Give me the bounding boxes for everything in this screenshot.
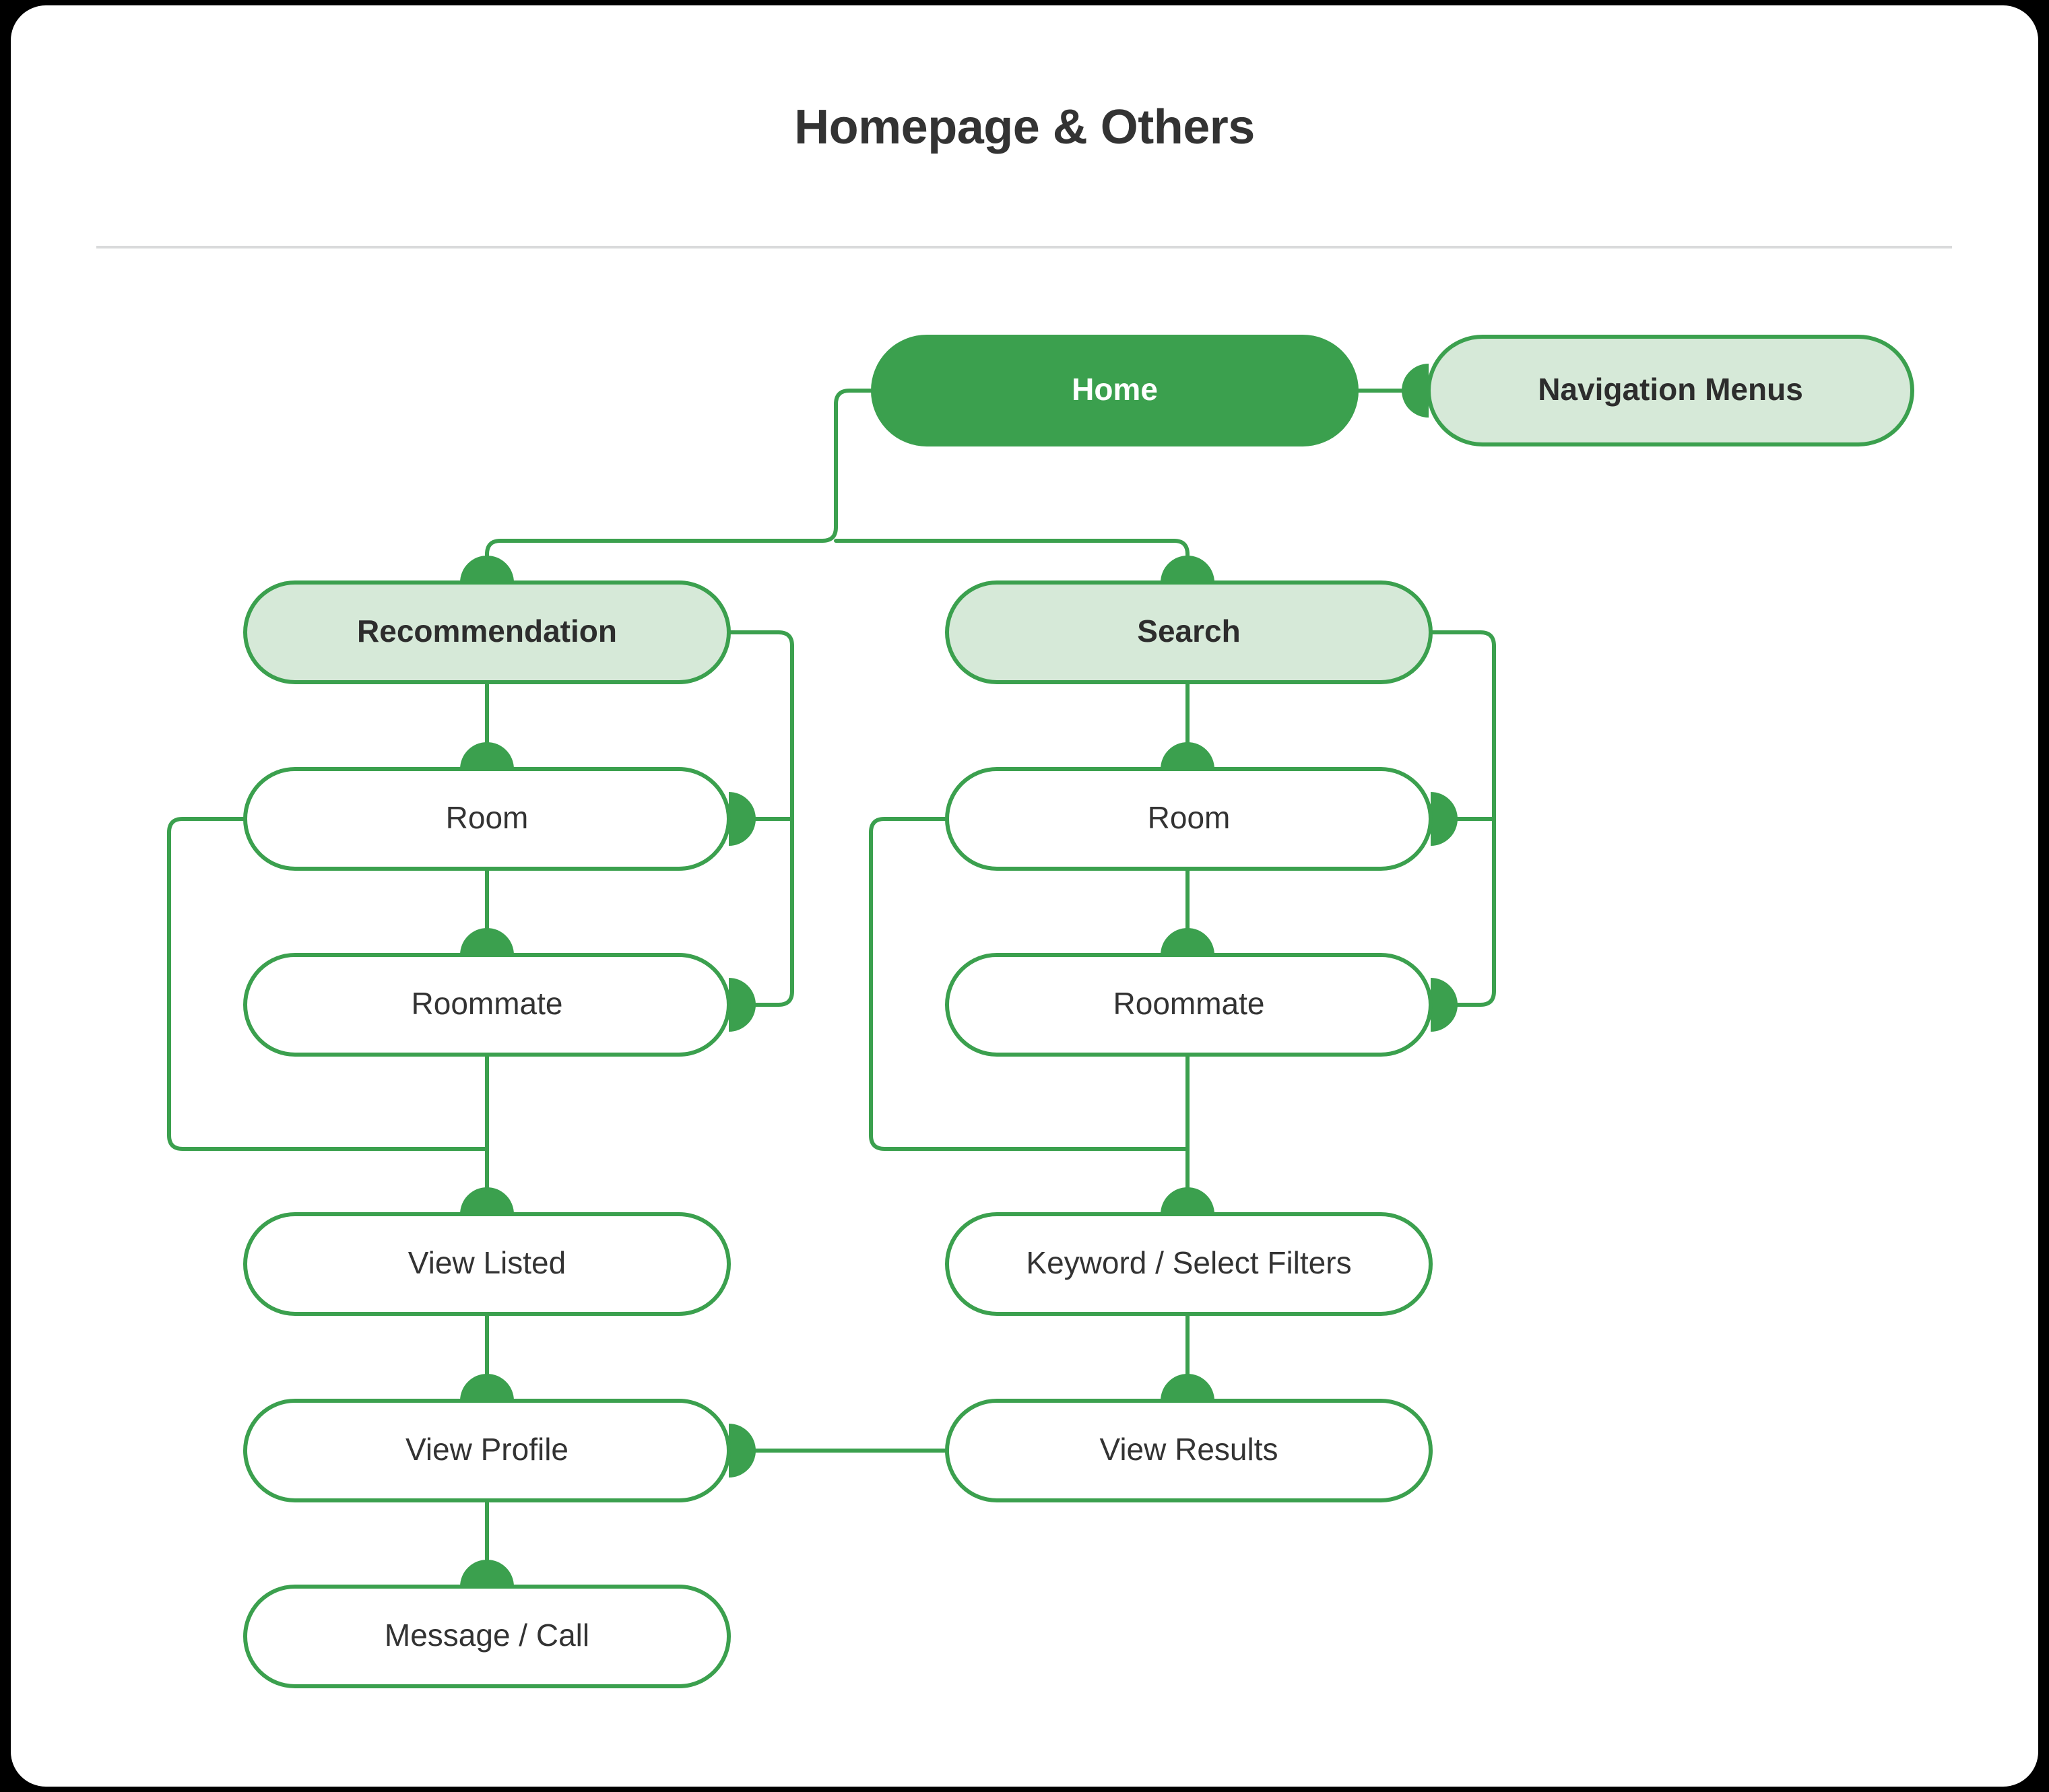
edge-searoom-left-loop [869,817,1190,1151]
node-search-room-shape [945,767,1433,871]
dot-search-top [1161,556,1214,583]
dot-msgcall-top [460,1560,514,1587]
node-search-label: Search [1137,613,1240,649]
connector-lines [167,389,1496,1589]
node-recommendation-room-shape [243,767,731,871]
dot-searoom-right [1431,792,1458,846]
node-view-results-label: View Results [1099,1432,1278,1467]
node-search-room[interactable]: Room [945,767,1433,871]
node-recommendation-label: Recommendation [357,613,617,649]
connector-dots [460,364,1458,1587]
dot-recmate-top [460,928,514,955]
node-search-roommate-shape [945,953,1433,1057]
dot-recroom-right [729,792,756,846]
dot-searoom-top [1161,742,1214,769]
node-search-room-label: Room [1148,800,1231,835]
node-search-shape [945,580,1433,684]
edge-home-recommendation [485,389,875,585]
node-view-results[interactable]: View Results [945,1399,1433,1502]
node-recommendation-room-label: Room [446,800,529,835]
diagram-card: Homepage & Others [11,5,2038,1787]
node-recommendation-roommate[interactable]: Roommate [243,953,731,1057]
node-recommendation-roommate-shape [243,953,731,1057]
dot-seamate-top [1161,928,1214,955]
node-search-roommate[interactable]: Roommate [945,953,1433,1057]
dot-keyword-top [1161,1187,1214,1214]
node-nav-label: Navigation Menus [1538,372,1803,407]
node-search-roommate-label: Roommate [1113,986,1265,1021]
dot-rec-top [460,556,514,583]
node-view-listed[interactable]: View Listed [243,1212,731,1316]
node-message-call[interactable]: Message / Call [243,1585,731,1688]
node-recommendation[interactable]: Recommendation [243,580,731,684]
page-title: Homepage & Others [794,100,1255,154]
node-home-label: Home [1072,372,1158,407]
node-keyword-select-filters[interactable]: Keyword / Select Filters [945,1212,1433,1316]
header-divider [96,246,1952,248]
node-search[interactable]: Search [945,580,1433,684]
node-keyword-shape [945,1212,1433,1316]
node-view-results-shape [945,1399,1433,1502]
node-nav-shape [1427,335,1914,446]
node-navigation-menus[interactable]: Navigation Menus [1427,335,1914,446]
dot-viewresults-top [1161,1374,1214,1401]
dot-recroom-top [460,742,514,769]
node-recommendation-shape [243,580,731,684]
dot-viewprofile-top [460,1374,514,1401]
node-message-call-label: Message / Call [385,1618,589,1653]
node-recommendation-room[interactable]: Room [243,767,731,871]
node-message-call-shape [243,1585,731,1688]
node-recommendation-roommate-label: Roommate [412,986,563,1021]
node-view-listed-shape [243,1212,731,1316]
node-keyword-label: Keyword / Select Filters [1026,1245,1351,1280]
dot-viewlisted-top [460,1187,514,1214]
dot-seamate-right [1431,978,1458,1032]
edge-recroom-left-loop [167,817,489,1151]
edge-home-search [834,539,1190,585]
node-view-listed-label: View Listed [408,1245,566,1280]
flowchart-canvas: Home Navigation Menus Recommendation Sea… [167,335,1914,1688]
dot-recmate-right [729,978,756,1032]
node-view-profile-label: View Profile [405,1432,568,1467]
node-home[interactable]: Home [871,335,1359,446]
dot-nav-left [1402,364,1429,418]
node-view-profile-shape [243,1399,731,1502]
node-view-profile[interactable]: View Profile [243,1399,731,1502]
dot-viewprofile-right [729,1424,756,1478]
node-home-shape [871,335,1359,446]
